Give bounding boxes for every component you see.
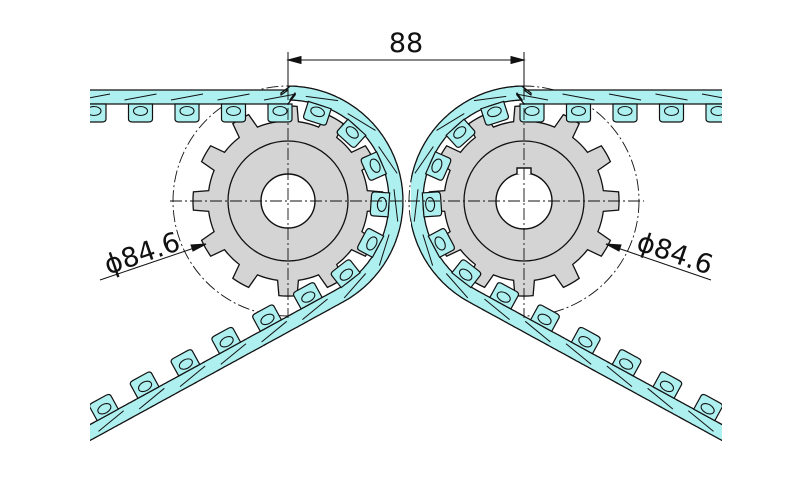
belt-band — [411, 85, 722, 442]
belt-link — [330, 259, 367, 299]
belt-link — [655, 93, 688, 123]
belt-link — [129, 371, 165, 410]
belt-link — [90, 393, 124, 432]
belt-link — [211, 326, 247, 365]
center-distance-dimension — [286, 52, 526, 96]
centerlines — [170, 88, 644, 318]
belt-link — [252, 304, 288, 343]
belt-link — [608, 93, 642, 123]
belt-band — [90, 85, 404, 442]
belt-link — [606, 349, 642, 388]
belt-link — [562, 93, 595, 123]
belt-link — [436, 113, 476, 148]
belt-link — [688, 393, 722, 432]
belt-link — [445, 259, 482, 299]
belt-link — [170, 93, 204, 123]
belt-link — [414, 146, 452, 181]
belt-link — [90, 93, 111, 123]
diameter-leaders — [99, 243, 712, 281]
belt-link — [263, 93, 297, 123]
belt-link — [484, 282, 520, 321]
right-belt — [411, 85, 722, 442]
belt-link — [473, 95, 510, 126]
left-hub-circle — [227, 140, 349, 262]
center-distance-label: 88 — [389, 28, 423, 59]
left-diameter-label: ϕ84.6 — [100, 227, 184, 282]
right-diameter-label: ϕ84.6 — [633, 227, 717, 282]
belt-link — [524, 304, 560, 343]
belt-link — [292, 282, 328, 321]
belt-link — [124, 93, 157, 123]
belt-link — [515, 93, 549, 123]
belt-link — [647, 371, 683, 410]
belt-link — [336, 113, 376, 148]
belt-link — [170, 349, 206, 388]
belt-link — [302, 95, 339, 126]
belt-link — [701, 93, 722, 123]
belt-link — [360, 146, 398, 181]
belt-link — [565, 326, 601, 365]
belt-link — [217, 93, 250, 123]
belt-link — [422, 228, 455, 266]
belt-link — [357, 228, 390, 266]
